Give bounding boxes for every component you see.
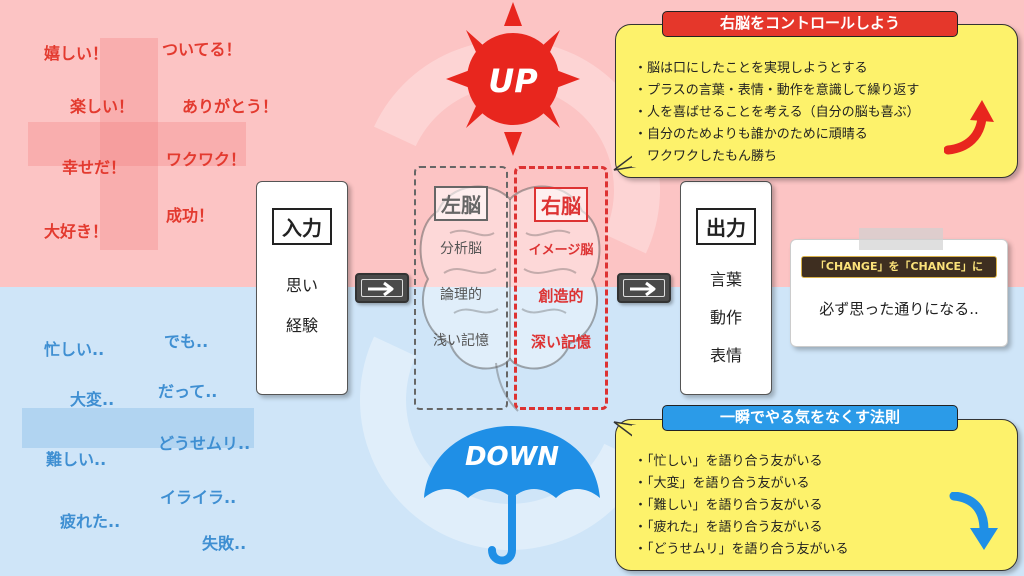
curved-down-arrow-icon	[949, 492, 998, 550]
output-card: 出力 言葉 動作 表情	[680, 181, 772, 395]
callout-bullet: ・「難しい」を語り合う友がいる	[634, 498, 823, 513]
umbrella-icon	[424, 426, 600, 565]
plus-sign-horizontal	[28, 122, 246, 166]
positive-word: 大好き！	[44, 222, 109, 241]
right-brain-item: 深い記憶	[530, 333, 591, 351]
bottom-callout-title: 一瞬でやる気をなくす法則	[662, 405, 958, 431]
sun-label: UP	[488, 62, 538, 100]
callout-pointer	[613, 150, 642, 171]
right-arrow-icon	[355, 273, 409, 303]
plus-sign-vertical	[100, 38, 158, 250]
callout-bullet: ・人を喜ばせることを考える（自分の脳も喜ぶ）	[634, 105, 920, 120]
negative-word: イライラ..	[160, 488, 237, 507]
callout-bullet: ・「大変」を語り合う友がいる	[634, 476, 810, 491]
input-item: 経験	[285, 316, 318, 335]
change-chance-note: 「CHANGE」を「CHANCE」に 必ず思った通りになる..	[790, 228, 1008, 347]
sun-icon	[446, 2, 580, 156]
positive-word: 成功！	[166, 206, 215, 225]
output-item: 動作	[709, 308, 742, 327]
input-title: 入力	[272, 208, 332, 245]
negative-word: 忙しい..	[44, 340, 105, 359]
note-message: 必ず思った通りになる..	[819, 300, 979, 318]
left-brain-column: 左脳 分析脳 論理的 浅い記憶	[414, 166, 508, 410]
callout-bullet: ・「忙しい」を語り合う友がいる	[634, 454, 823, 469]
right-brain-column: 右脳 イメージ脳 創造的 深い記憶	[514, 166, 608, 410]
left-brain-item: 浅い記憶	[433, 333, 489, 349]
callout-bullet: ・脳は口にしたことを実現しようとする	[634, 61, 868, 76]
negative-word: 難しい..	[46, 450, 107, 469]
output-title: 出力	[696, 208, 756, 245]
control-right-brain-callout: ・脳は口にしたことを実現しようとする ・プラスの言葉・表情・動作を意識して繰り返…	[615, 24, 1018, 178]
callout-bullet: ・「疲れた」を語り合う友がいる	[634, 520, 823, 535]
top-callout-title: 右脳をコントロールしよう	[662, 11, 958, 37]
positive-word: 幸せだ！	[62, 158, 127, 177]
input-card: 入力 思い 経験	[256, 181, 348, 395]
positive-word: 楽しい！	[70, 97, 135, 116]
positive-word: ついてる！	[162, 40, 242, 59]
left-brain-title: 左脳	[434, 186, 488, 221]
callout-bullet: ・プラスの言葉・表情・動作を意識して繰り返す	[634, 83, 920, 98]
callout-pointer	[613, 421, 642, 442]
callout-bullet: ・「どうせムリ」を語り合う友がいる	[634, 542, 849, 557]
right-brain-item: 創造的	[538, 287, 584, 305]
negative-word: だって..	[158, 382, 218, 401]
output-item: 言葉	[709, 270, 742, 289]
negative-word: どうせムリ..	[158, 434, 251, 453]
output-item: 表情	[709, 346, 742, 365]
negative-word: 疲れた..	[60, 512, 121, 531]
positive-word: ワクワク！	[166, 150, 247, 169]
positive-word: ありがとう！	[182, 97, 279, 116]
callout-bullet: ・ワクワクしたもん勝ち	[634, 149, 778, 164]
positive-word: 嬉しい！	[44, 44, 109, 63]
brain-icon	[419, 185, 601, 412]
right-arrow-icon	[617, 273, 671, 303]
input-item: 思い	[285, 276, 318, 295]
negative-word: 大変..	[70, 390, 115, 409]
change-chance-tag: 「CHANGE」を「CHANCE」に	[801, 256, 997, 278]
left-brain-item: 分析脳	[440, 241, 482, 257]
tape-decoration	[859, 228, 943, 250]
right-brain-item: イメージ脳	[528, 243, 594, 258]
minus-sign	[22, 408, 254, 448]
left-brain-item: 論理的	[440, 287, 482, 303]
right-brain-title: 右脳	[534, 187, 588, 222]
negative-word: 失敗..	[202, 534, 247, 553]
negative-word: でも..	[164, 332, 209, 351]
umbrella-label: DOWN	[464, 442, 560, 472]
curved-up-arrow-icon	[944, 100, 994, 155]
callout-bullet: ・自分のためよりも誰かのために頑晴る	[634, 127, 868, 142]
